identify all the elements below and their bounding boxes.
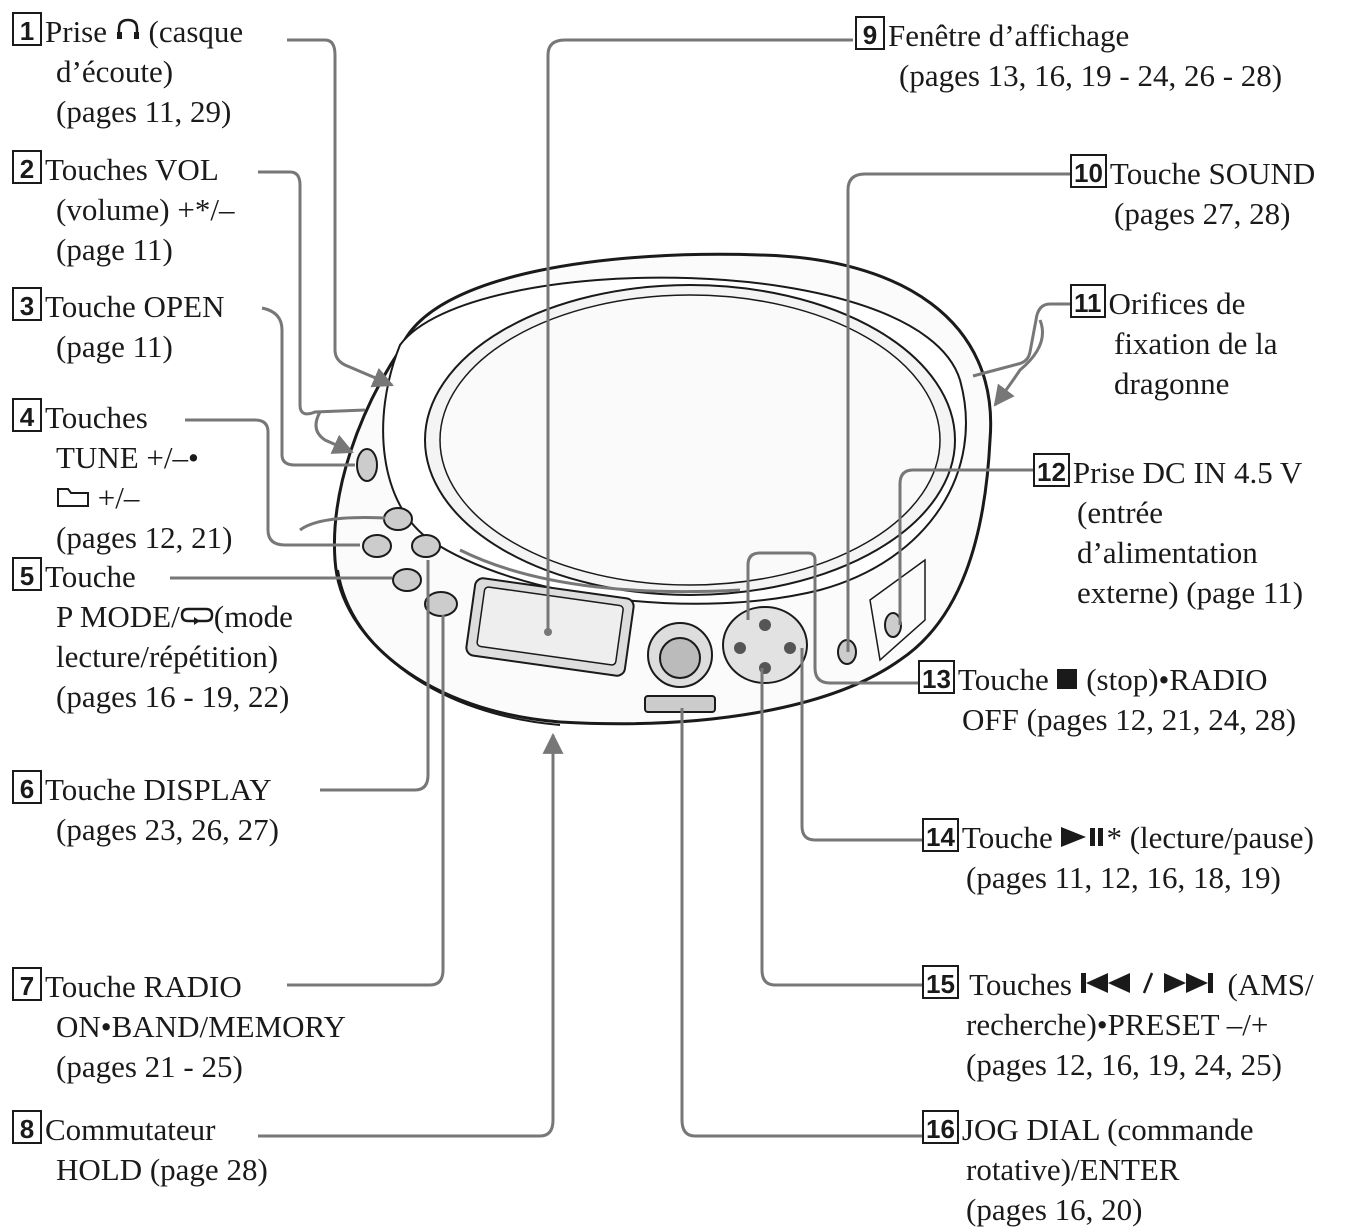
repeat-icon (180, 607, 213, 625)
callout-number: 9 (855, 16, 885, 50)
cd-player-body (332, 252, 993, 726)
callout-number: 16 (922, 1110, 959, 1144)
prev-next-icon (1080, 972, 1213, 994)
folder-icon (57, 488, 89, 507)
callout-number: 7 (12, 967, 42, 1001)
callout-number: 3 (12, 287, 42, 321)
play-pause-icon (1061, 827, 1104, 847)
callout-number: 12 (1033, 453, 1070, 487)
callout-number: 11 (1070, 284, 1106, 318)
callout-number: 8 (12, 1110, 42, 1144)
callout-15: 15 Touches (AMS/ recherche)•PRESET –/+ (… (922, 965, 1314, 1085)
callout-number: 15 (922, 965, 959, 999)
callout-number: 10 (1070, 154, 1107, 188)
callout-number: 5 (12, 557, 42, 591)
callout-number: 13 (918, 660, 955, 694)
callout-number: 2 (12, 150, 42, 184)
callout-number: 1 (12, 12, 42, 46)
stop-icon (1057, 669, 1078, 689)
callout-number: 6 (12, 770, 42, 804)
callout-number: 14 (922, 818, 959, 852)
callout-number: 4 (12, 398, 42, 432)
headphones-icon (116, 18, 139, 39)
leader-lines (170, 38, 1070, 1138)
